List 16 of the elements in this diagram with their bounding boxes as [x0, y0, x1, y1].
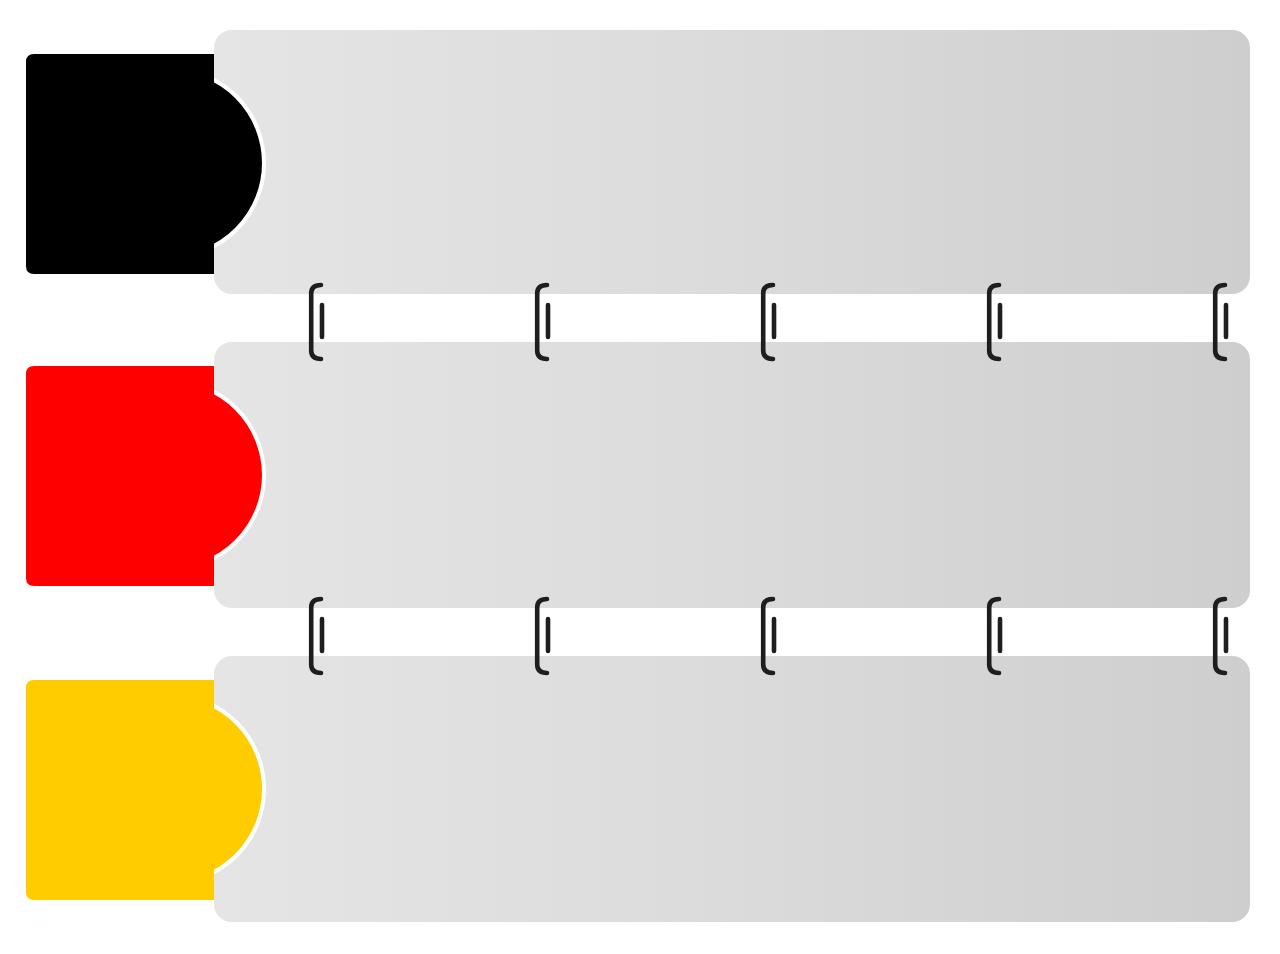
binder-clip [1212, 282, 1229, 362]
index-tab [26, 366, 266, 586]
content-panel [214, 656, 1250, 922]
binder-clip [308, 596, 325, 676]
binder-clip [534, 596, 551, 676]
binder-clip [1212, 596, 1229, 676]
binder-clip [760, 282, 777, 362]
binder-clip [986, 596, 1003, 676]
content-panel [214, 30, 1250, 294]
binder-clip [760, 596, 777, 676]
index-tab [26, 680, 266, 900]
binder-clip [308, 282, 325, 362]
content-panel [214, 342, 1250, 608]
binder-clip [534, 282, 551, 362]
index-tab [26, 54, 266, 274]
binder-clip [986, 282, 1003, 362]
